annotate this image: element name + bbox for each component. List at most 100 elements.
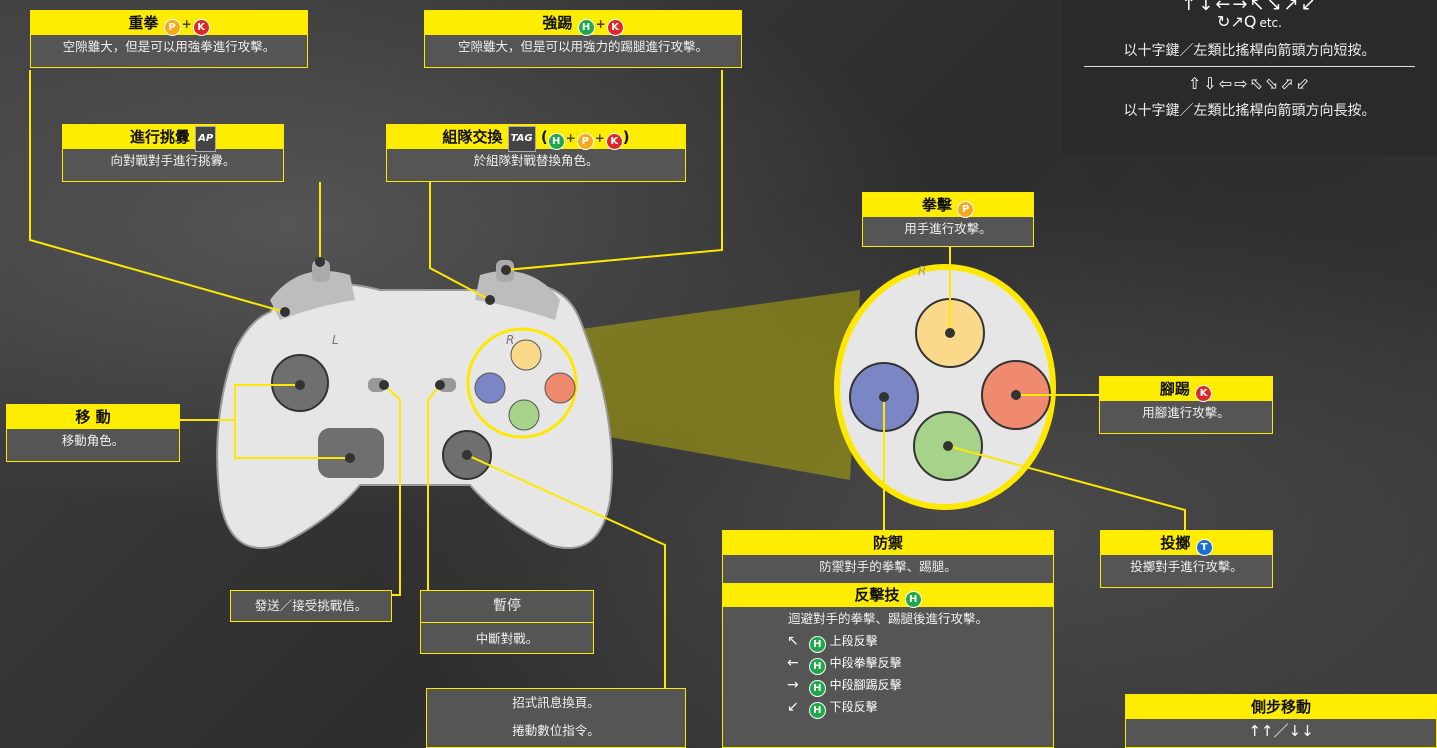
small-kick-button bbox=[544, 372, 576, 404]
reversal-desc: 迴避對手的拳擊、踢腿後進行攻擊。 bbox=[787, 611, 988, 626]
plus-icon: + bbox=[181, 17, 192, 31]
k-button-icon: K bbox=[1195, 385, 1213, 402]
h-button-icon: H bbox=[808, 636, 826, 653]
kick-title: 腳踢 bbox=[1159, 380, 1190, 398]
left-bumper bbox=[270, 270, 355, 320]
rotate-arrows-icon: ↻↗Q bbox=[1217, 12, 1257, 31]
k-button-icon: K bbox=[192, 19, 210, 36]
legend-hold-text: 以十字鍵／左類比搖桿向箭頭方向長按。 bbox=[1123, 103, 1376, 119]
h-button-icon: H bbox=[808, 658, 826, 675]
punch-title: 拳擊 bbox=[921, 196, 952, 214]
challenge-box: 發送／接受挑戰信。 bbox=[230, 590, 392, 622]
ap-button-icon: AP bbox=[195, 126, 217, 152]
taunt-title: 進行挑釁 bbox=[129, 128, 190, 146]
p-button-icon: P bbox=[957, 201, 975, 218]
right-arrow-icon: → bbox=[787, 677, 799, 693]
legend-tap-text: 以十字鍵／左類比搖桿向箭頭方向短按。 bbox=[1123, 43, 1376, 59]
heavy-kick-box: 強踢 H+K 空隙雖大，但是可以用強力的踢腿進行攻擊。 bbox=[424, 10, 742, 68]
throw-box: 投擲 T 投擲對手進行攻擊。 bbox=[1100, 530, 1273, 588]
reversal-item: ↖ H 上段反擊 bbox=[787, 631, 1053, 653]
up-left-arrow-icon: ↖ bbox=[787, 633, 799, 649]
tag-desc: 於組隊對戰替換角色。 bbox=[473, 153, 599, 168]
challenge-desc: 發送／接受挑戰信。 bbox=[254, 598, 368, 613]
legend-divider bbox=[1084, 66, 1415, 67]
l-label: L bbox=[332, 333, 339, 347]
h-button-icon: H bbox=[904, 591, 922, 608]
reversal-item-label: 中段腳踢反擊 bbox=[829, 678, 902, 692]
page-box: 招式訊息換頁。 捲動數位指令。 bbox=[426, 688, 686, 748]
leader-dots bbox=[280, 257, 1021, 463]
reversal-item-label: 中段拳擊反擊 bbox=[829, 656, 902, 670]
pause-box: 暫停 中斷對戰。 bbox=[420, 590, 594, 654]
reversal-item-label: 上段反擊 bbox=[829, 634, 878, 648]
reversal-item: → H 中段腳踢反擊 bbox=[787, 675, 1053, 697]
page-line1: 招式訊息換頁。 bbox=[512, 695, 600, 710]
face-button-highlight bbox=[466, 327, 578, 439]
reversal-title: 反擊技 bbox=[854, 586, 900, 604]
sidestep-box: 側步移動 ↑↑／↓↓ bbox=[1125, 694, 1437, 748]
tag-title: 組隊交換 bbox=[442, 128, 503, 146]
plus-icon: + bbox=[595, 17, 606, 31]
kick-desc: 用腳進行攻擊。 bbox=[1142, 405, 1230, 420]
punch-desc: 用手進行攻擊。 bbox=[904, 221, 992, 236]
h-button-icon: H bbox=[577, 19, 595, 36]
zoom-circle bbox=[834, 264, 1056, 510]
taunt-desc: 向對戰對手進行挑釁。 bbox=[110, 153, 236, 168]
k-button-icon: K bbox=[605, 133, 623, 150]
guard-title: 防禦 bbox=[723, 531, 1053, 555]
hold-arrows-icon: ⇧⇩⇦⇨⬁⬂⬀⬃ bbox=[1187, 74, 1312, 93]
heavy-kick-desc: 空隙雖大，但是可以用強力的踢腿進行攻擊。 bbox=[457, 39, 708, 54]
h-button-icon: H bbox=[808, 702, 826, 719]
p-button-icon: P bbox=[576, 133, 594, 150]
plus-icon: + bbox=[594, 131, 605, 145]
down-left-arrow-icon: ↙ bbox=[787, 699, 799, 715]
sidestep-title: 側步移動 bbox=[1126, 695, 1436, 719]
punch-box: 拳擊 P 用手進行攻擊。 bbox=[862, 192, 1034, 247]
tag-paren-close: ) bbox=[622, 128, 630, 146]
guard-box: 防禦 防禦對手的拳擊、踢腿。 反擊技 H 迴避對手的拳擊、踢腿後進行攻擊。 ↖ … bbox=[722, 530, 1054, 748]
small-throw-button bbox=[508, 399, 540, 431]
page-line2: 捲動數位指令。 bbox=[512, 723, 600, 738]
h-button-icon: H bbox=[808, 680, 826, 697]
pause-title: 暫停 bbox=[421, 591, 593, 623]
taunt-box: 進行挑釁 AP 向對戰對手進行挑釁。 bbox=[62, 124, 284, 182]
r-label: R bbox=[506, 333, 514, 347]
reversal-item: ↙ H 下段反擊 bbox=[787, 697, 1053, 719]
reversal-item-label: 下段反擊 bbox=[829, 700, 878, 714]
plus-icon: + bbox=[565, 131, 576, 145]
small-guard-button bbox=[474, 372, 506, 404]
pause-desc: 中斷對戰。 bbox=[475, 631, 539, 646]
sidestep-arrows: ↑↑／↓↓ bbox=[1248, 722, 1314, 740]
leader-lines bbox=[29, 70, 1186, 690]
kick-box: 腳踢 K 用腳進行攻擊。 bbox=[1099, 376, 1273, 434]
heavy-punch-desc: 空隙雖大，但是可以用強拳進行攻擊。 bbox=[62, 39, 276, 54]
t-button-icon: T bbox=[1195, 539, 1213, 556]
throw-desc: 投擲對手進行攻擊。 bbox=[1130, 559, 1243, 574]
guard-desc: 防禦對手的拳擊、踢腿。 bbox=[819, 559, 957, 574]
p-button-icon: P bbox=[163, 19, 181, 36]
move-box: 移 動 移動角色。 bbox=[6, 404, 180, 462]
reversal-list: ↖ H 上段反擊 ← H 中段拳擊反擊 → H 中段腳踢反擊 ↙ H 下段反擊 bbox=[723, 631, 1053, 719]
etc-label: etc. bbox=[1259, 16, 1282, 30]
tag-button-icon: TAG bbox=[507, 126, 536, 152]
throw-title: 投擲 bbox=[1160, 534, 1191, 552]
tag-paren-open: ( bbox=[540, 128, 548, 146]
tap-arrows-icon: ↑↓←→↖↘↗↙ bbox=[1181, 0, 1318, 14]
zoom-r-label: R bbox=[918, 264, 926, 278]
controller-body bbox=[216, 282, 613, 549]
h-button-icon: H bbox=[547, 133, 565, 150]
heavy-punch-box: 重拳 P+K 空隙雖大，但是可以用強拳進行攻擊。 bbox=[30, 10, 308, 68]
left-arrow-icon: ← bbox=[787, 655, 799, 671]
zoom-wedge bbox=[560, 290, 860, 480]
tag-box: 組隊交換 TAG (H+P+K) 於組隊對戰替換角色。 bbox=[386, 124, 686, 182]
reversal-item: ← H 中段拳擊反擊 bbox=[787, 653, 1053, 675]
k-button-icon: K bbox=[606, 19, 624, 36]
dpad bbox=[318, 428, 384, 478]
right-bumper bbox=[475, 270, 560, 320]
move-desc: 移動角色。 bbox=[61, 433, 125, 448]
move-title: 移 動 bbox=[7, 405, 179, 429]
heavy-kick-title: 強踢 bbox=[542, 14, 573, 32]
heavy-punch-title: 重拳 bbox=[128, 14, 159, 32]
